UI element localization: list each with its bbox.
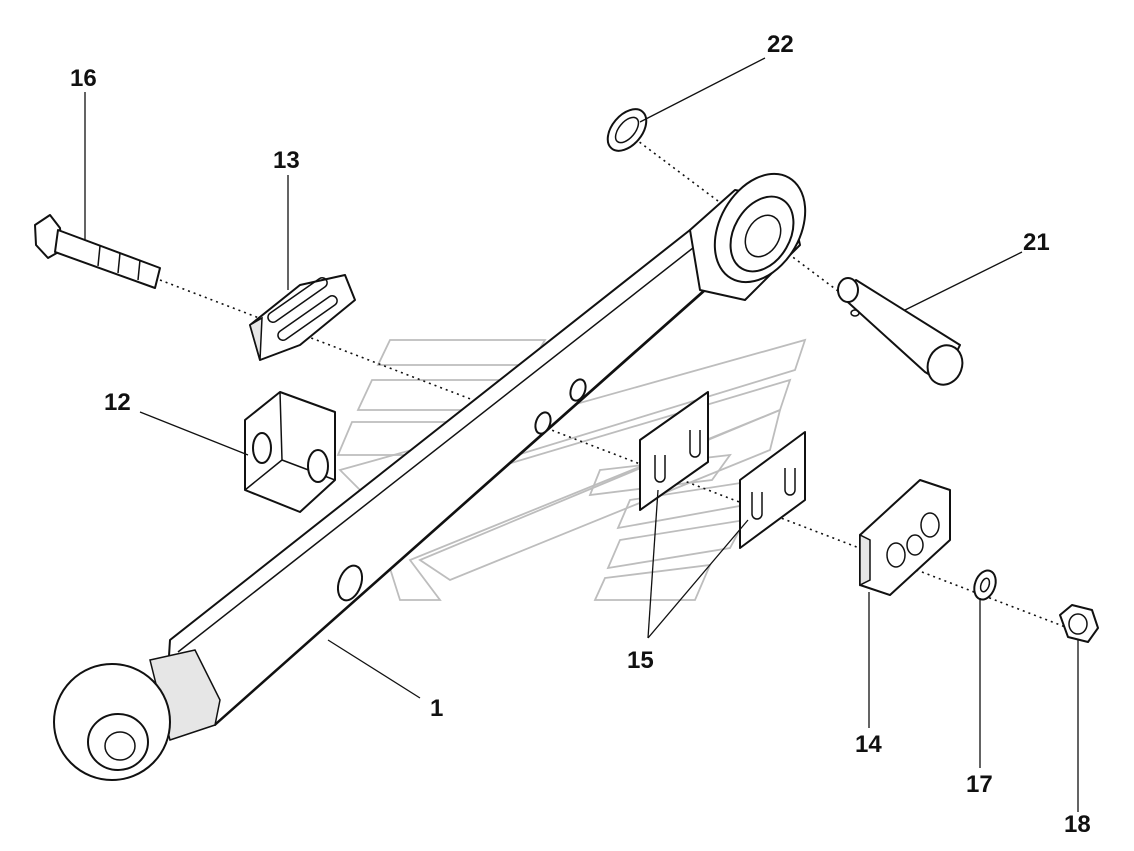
lower-link-arm [53, 172, 807, 781]
callout-14: 14 [855, 731, 882, 758]
callout-12: 12 [104, 389, 131, 416]
callout-15: 15 [627, 647, 654, 674]
stabiliser-block [859, 479, 951, 596]
hex-nut [1059, 604, 1099, 643]
leader-lines [84, 57, 1079, 812]
bolt [34, 214, 161, 289]
pin [837, 277, 964, 386]
callout-1: 1 [430, 695, 443, 722]
callout-16: 16 [70, 65, 97, 92]
u-bracket [244, 391, 336, 513]
shim-plates [639, 391, 806, 549]
spacer-block-13 [249, 274, 356, 361]
callout-21: 21 [1023, 229, 1050, 256]
linch-pin-clip [606, 108, 648, 152]
callout-22: 22 [767, 31, 794, 58]
callout-17: 17 [966, 771, 993, 798]
callout-13: 13 [273, 147, 300, 174]
callout-labels: 16 13 12 22 21 15 1 14 17 18 [70, 31, 1091, 838]
washer [973, 569, 997, 601]
callout-18: 18 [1064, 811, 1091, 838]
